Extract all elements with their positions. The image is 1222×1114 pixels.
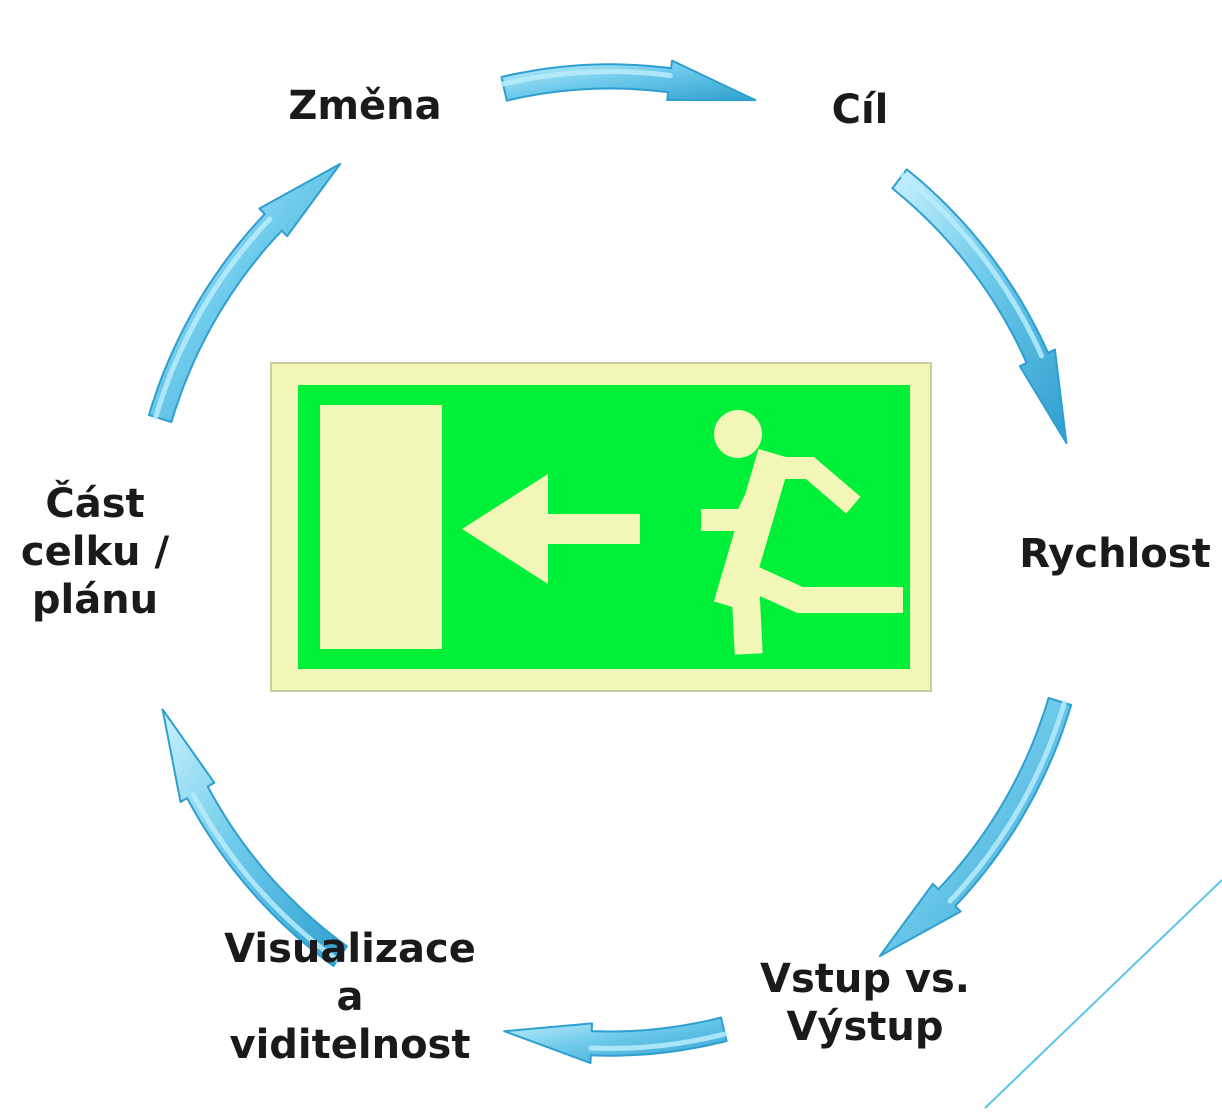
- cycle-label-vstup-vystup: Vstup vs. Výstup: [730, 955, 1000, 1051]
- cycle-label-zmena: Změna: [240, 82, 490, 130]
- label-line: viditelnost: [229, 1022, 471, 1068]
- cycle-label-cast-celku: Část celku / plánu: [0, 480, 190, 624]
- cycle-arrow-rychlost-to-vstup: [878, 696, 1073, 958]
- cycle-arrow-vstup-to-visual-highlight: [588, 1031, 728, 1051]
- cycle-arrows: [147, 59, 1073, 1065]
- cycle-arrow-cast-to-zmena-highlight: [153, 216, 273, 420]
- cycle-label-cil: Cíl: [760, 86, 960, 134]
- cycle-arrow-rychlost-to-vstup-highlight: [947, 700, 1067, 904]
- exit-sign-door: [320, 405, 442, 649]
- cycle-arrow-zmena-to-cil: [500, 59, 757, 102]
- cycle-arrow-vstup-to-visual: [503, 1016, 728, 1065]
- label-line: Vstup vs.: [760, 956, 970, 1002]
- label-line: plánu: [31, 577, 159, 623]
- exit-sign-running-person-icon: [701, 410, 903, 655]
- cycle-arrow-cast-to-zmena: [147, 162, 342, 424]
- exit-sign-icon: [270, 362, 932, 692]
- corner-decoration-line: [984, 879, 1222, 1109]
- label-line: Výstup: [786, 1004, 944, 1050]
- label-line: Změna: [288, 83, 442, 129]
- label-line: celku /: [20, 529, 170, 575]
- label-line: Visualizace: [224, 926, 476, 972]
- cycle-arrow-cil-to-rychlost: [891, 168, 1068, 444]
- cycle-arrow-visual-to-cast: [161, 708, 348, 967]
- cycle-arrow-zmena-to-cil-highlight: [500, 69, 673, 87]
- exit-sign-left-arrow-icon: [462, 474, 640, 584]
- cycle-arrow-visual-to-cast-highlight: [190, 792, 340, 963]
- label-line: a: [336, 974, 364, 1020]
- label-line: Část: [45, 481, 145, 527]
- cycle-label-visualizace: Visualizace a viditelnost: [200, 925, 500, 1069]
- cycle-label-rychlost: Rychlost: [1010, 530, 1220, 578]
- label-line: Rychlost: [1019, 531, 1211, 577]
- cycle-arrow-cil-to-rychlost-highlight: [900, 172, 1045, 359]
- label-line: Cíl: [831, 87, 889, 133]
